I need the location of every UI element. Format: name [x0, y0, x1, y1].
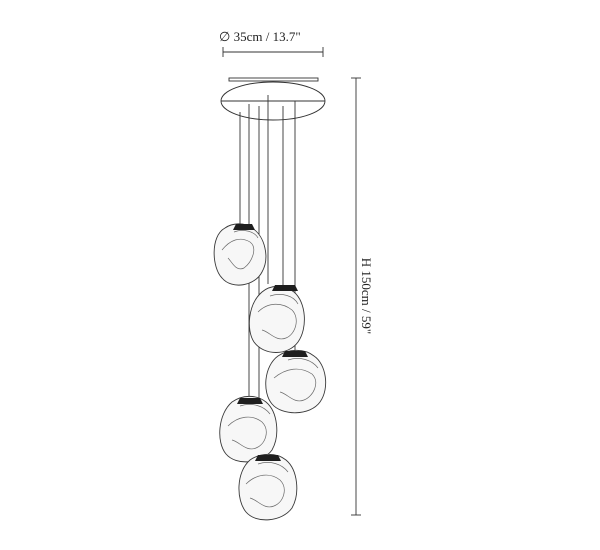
glass-globe-1 — [213, 223, 267, 286]
glass-globe-4 — [219, 395, 278, 463]
height-dimension — [351, 77, 361, 516]
glass-globe-5 — [238, 453, 298, 521]
height-label: H 150cm / 59" — [359, 257, 374, 335]
glass-globe-2 — [248, 285, 305, 353]
diameter-label: ∅ 35cm / 13.7" — [219, 29, 301, 44]
ceiling-canopy — [220, 77, 326, 121]
glass-globe-3 — [265, 349, 327, 414]
diameter-dimension — [222, 47, 324, 57]
